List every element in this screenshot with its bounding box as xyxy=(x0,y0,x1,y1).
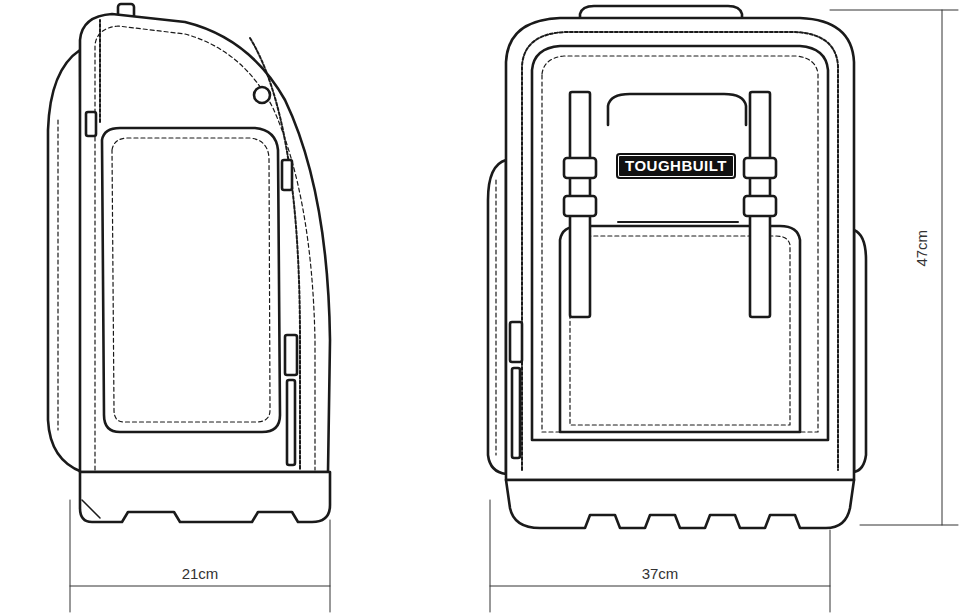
logo-badge: TOUGHBUILT xyxy=(616,153,736,179)
dimension-label: 37cm xyxy=(642,566,679,583)
logo-text: TOUGHBUILT xyxy=(625,157,727,175)
dimension-label: 21cm xyxy=(182,566,219,583)
dimension-label: 47cm xyxy=(914,230,931,267)
